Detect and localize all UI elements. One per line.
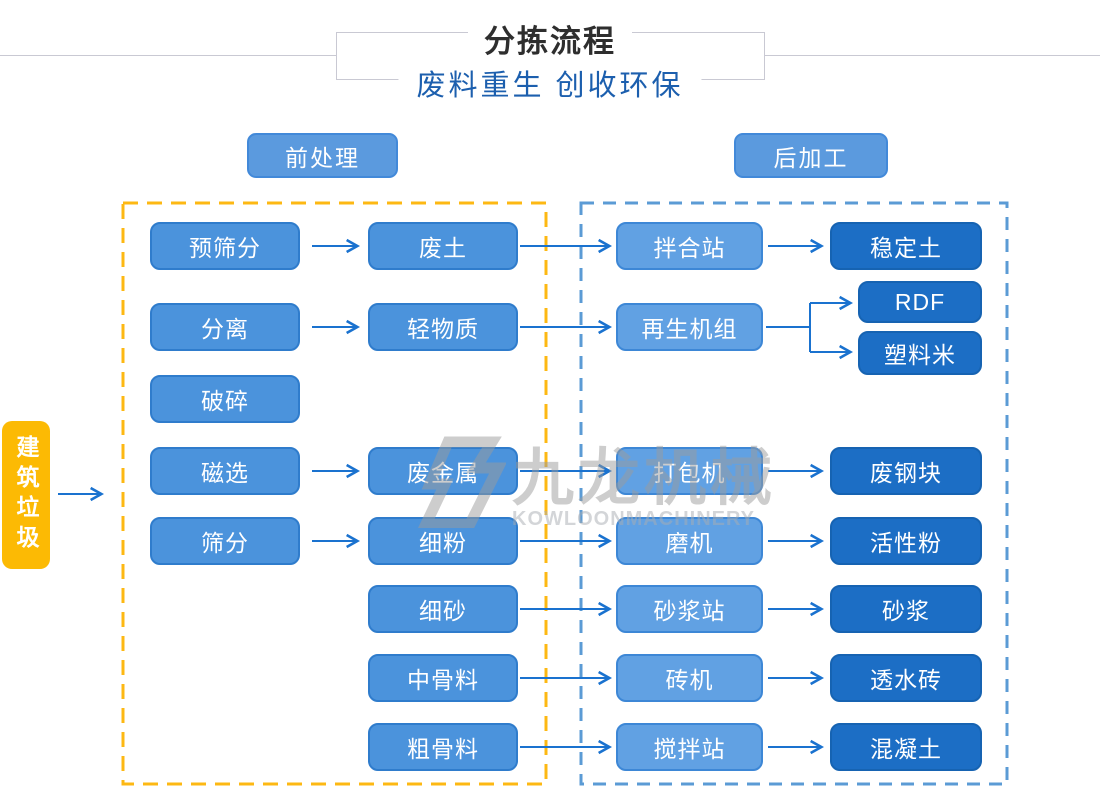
node-plastic-pellets: 塑料米	[858, 331, 982, 375]
node-mill: 磨机	[616, 517, 763, 565]
node-medium-aggregate: 中骨料	[368, 654, 518, 702]
construction-waste-source-box: 建筑垃圾	[2, 421, 50, 569]
post-processing-button[interactable]: 后加工	[734, 133, 888, 178]
pre-processing-button[interactable]: 前处理	[247, 133, 398, 178]
node-crushing: 破碎	[150, 375, 300, 423]
node-mortar-station: 砂浆站	[616, 585, 763, 633]
node-magnetic-separation: 磁选	[150, 447, 300, 495]
node-baler: 打包机	[616, 447, 763, 495]
node-scrap-steel-block: 废钢块	[830, 447, 982, 495]
node-screening: 筛分	[150, 517, 300, 565]
node-permeable-brick: 透水砖	[830, 654, 982, 702]
node-agitating-station: 搅拌站	[616, 723, 763, 771]
node-pre-screening: 预筛分	[150, 222, 300, 270]
node-active-powder: 活性粉	[830, 517, 982, 565]
node-mixing-plant: 拌合站	[616, 222, 763, 270]
node-brick-machine: 砖机	[616, 654, 763, 702]
node-concrete: 混凝土	[830, 723, 982, 771]
node-stabilized-soil: 稳定土	[830, 222, 982, 270]
node-scrap-metal: 废金属	[368, 447, 518, 495]
post-processing-zone-border	[579, 201, 1009, 786]
node-waste-soil: 废土	[368, 222, 518, 270]
node-coarse-aggregate: 粗骨料	[368, 723, 518, 771]
node-separation: 分离	[150, 303, 300, 351]
flow-arrows	[58, 246, 849, 747]
node-mortar: 砂浆	[830, 585, 982, 633]
page-subtitle: 废料重生 创收环保	[398, 62, 702, 104]
node-regeneration-unit: 再生机组	[616, 303, 763, 351]
page-title: 分拣流程	[468, 16, 632, 61]
node-fine-powder: 细粉	[368, 517, 518, 565]
node-light-material: 轻物质	[368, 303, 518, 351]
node-rdf: RDF	[858, 281, 982, 323]
node-fine-sand: 细砂	[368, 585, 518, 633]
pre-processing-zone-border	[121, 201, 548, 786]
